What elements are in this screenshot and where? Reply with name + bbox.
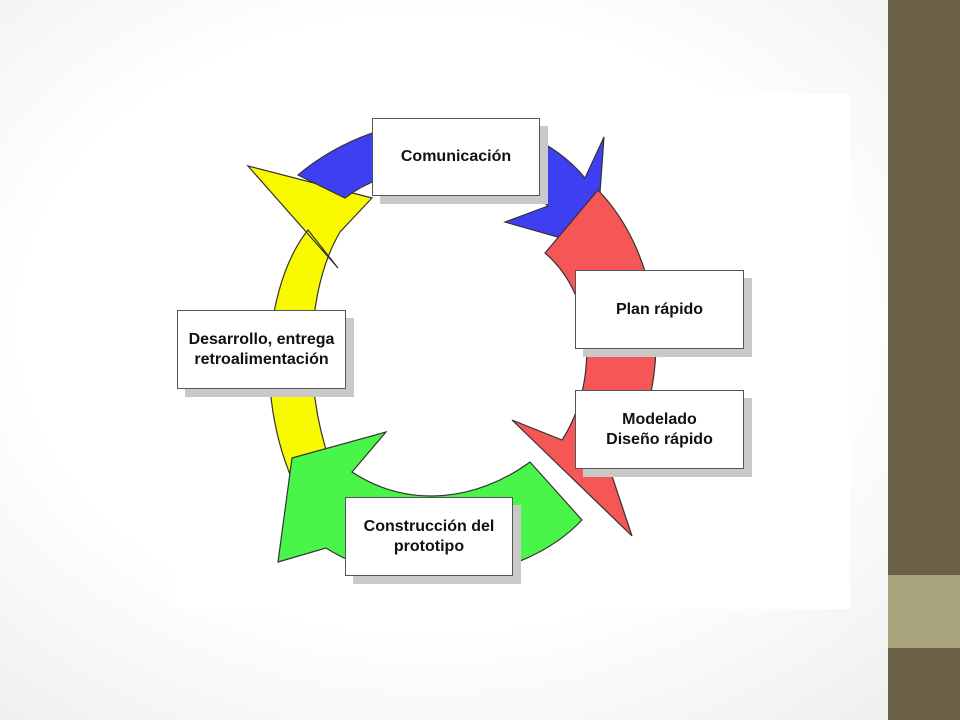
stage-quick-plan: Plan rápido — [575, 270, 744, 349]
stage-communication: Comunicación — [372, 118, 540, 196]
stage-construction: Construcción del prototipo — [345, 497, 513, 576]
stage-modeling: Modelado Diseño rápido — [575, 390, 744, 469]
stage-delivery: Desarrollo, entrega retroalimentación — [177, 310, 346, 389]
slide-sidebar-accent — [888, 575, 960, 648]
